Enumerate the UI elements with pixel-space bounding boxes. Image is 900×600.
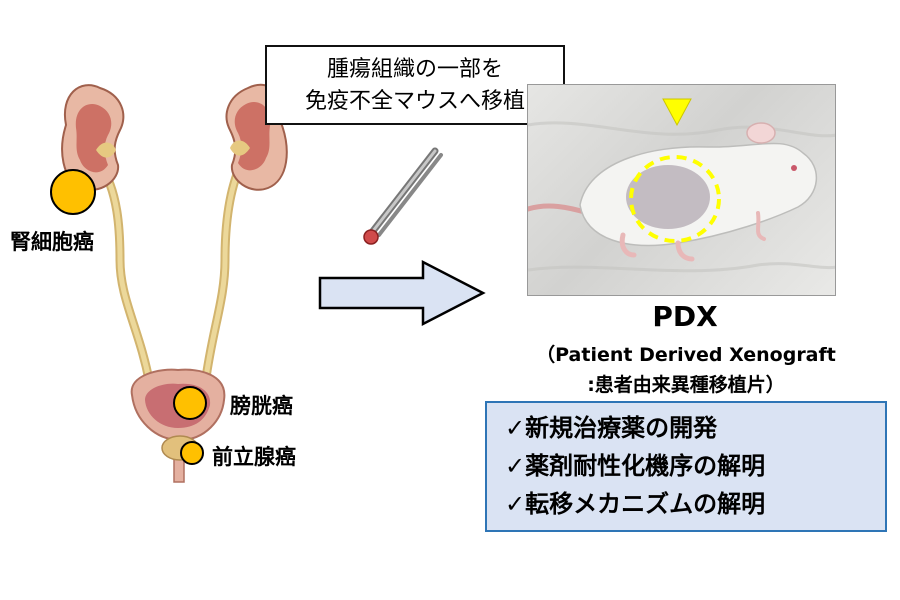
bladder-tumor-marker: [173, 386, 207, 420]
pdx-title: PDX: [652, 300, 718, 333]
pointer-triangle-icon: [662, 98, 692, 127]
pdx-subtitle-line-1: （Patient Derived Xenograft: [536, 344, 836, 366]
right-arrow-icon: [318, 259, 486, 327]
kidney-tumor-marker: [50, 169, 96, 215]
applications-box: ✓新規治療薬の開発 ✓薬剤耐性化機序の解明 ✓転移メカニズムの解明: [485, 401, 887, 532]
mouse-illustration: [528, 98, 835, 273]
tumor-target-circle: [629, 155, 721, 243]
left-kidney: [61, 84, 125, 191]
application-item: ✓新規治療薬の開発: [505, 414, 718, 442]
note-line-2: 免疫不全マウスへ移植: [304, 89, 525, 114]
kidney-cancer-label: 腎細胞癌: [10, 230, 94, 254]
tweezers-icon: [363, 147, 443, 245]
application-item: ✓転移メカニズムの解明: [505, 490, 766, 518]
pdx-mouse-photo: [527, 84, 836, 296]
note-line-1: 腫瘍組織の一部を: [326, 57, 503, 82]
application-item: ✓薬剤耐性化機序の解明: [505, 452, 766, 480]
prostate-cancer-label: 前立腺癌: [212, 445, 296, 469]
bladder: [130, 368, 226, 483]
prostate-tumor-marker: [180, 441, 204, 465]
urinary-tract-illustration: [50, 83, 288, 483]
pdx-subtitle-line-2: :患者由来異種移植片）: [587, 374, 785, 396]
bladder-cancer-label: 膀胱癌: [230, 394, 293, 418]
pdx-subtitle: （Patient Derived Xenograft :患者由来異種移植片）: [526, 340, 846, 400]
transplant-note-box: 腫瘍組織の一部を 免疫不全マウスへ移植: [265, 45, 565, 125]
